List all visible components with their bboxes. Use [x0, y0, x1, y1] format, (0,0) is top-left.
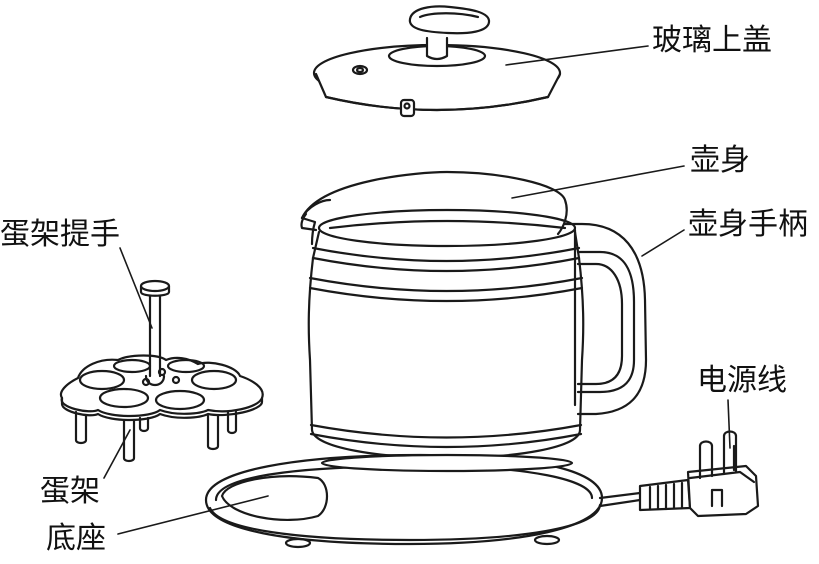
leader-lines [103, 45, 731, 535]
label-kettle-body: 壶身 [690, 143, 750, 178]
kettle-body [300, 170, 585, 460]
egg-rack-handle [139, 279, 171, 387]
base [204, 453, 604, 549]
label-base: 底座 [46, 521, 106, 556]
power-cord [598, 430, 760, 518]
label-egg-rack: 蛋架 [40, 474, 100, 509]
kettle-handle [563, 222, 648, 416]
glass-lid [312, 5, 562, 118]
egg-rack [59, 354, 264, 463]
label-kettle-handle: 壶身手柄 [688, 207, 808, 242]
label-egg-rack-handle: 蛋架提手 [0, 217, 120, 252]
label-glass-lid: 玻璃上盖 [652, 23, 772, 58]
label-power-cord: 电源线 [697, 363, 787, 398]
